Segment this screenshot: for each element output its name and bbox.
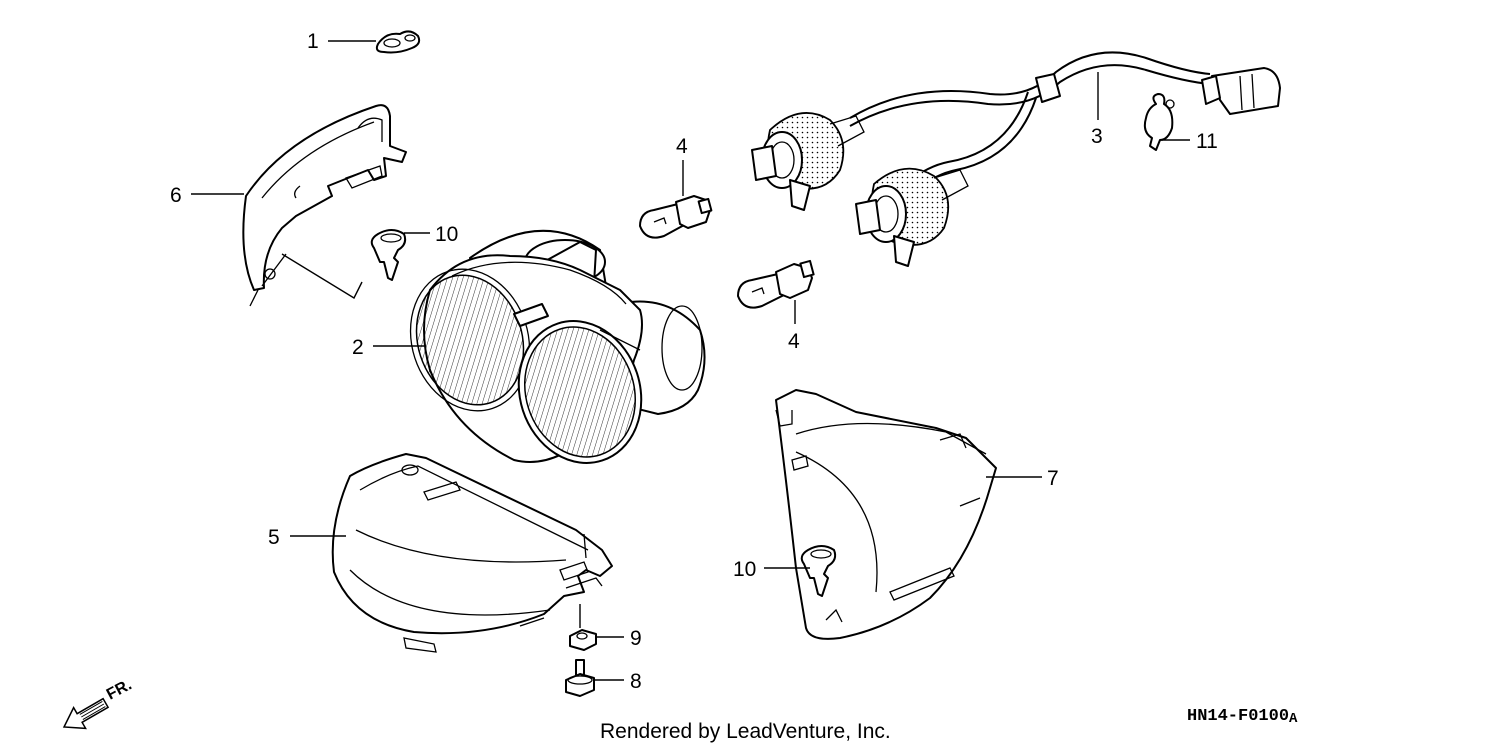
front-direction-indicator: FR. bbox=[62, 676, 135, 730]
part-nut-9 bbox=[569, 629, 597, 651]
diagram-code-suffix: A bbox=[1289, 711, 1298, 727]
part-upper-left-cover bbox=[242, 104, 407, 307]
callout-2: 2 bbox=[352, 336, 364, 359]
part-bulb-4b bbox=[737, 259, 815, 309]
part-bulb-4a bbox=[639, 195, 713, 239]
callout-8: 8 bbox=[630, 670, 642, 693]
callout-10b: 10 bbox=[733, 558, 756, 581]
callout-4b: 4 bbox=[788, 330, 800, 353]
leader-lines bbox=[191, 40, 1190, 681]
part-clamp-11 bbox=[1143, 93, 1175, 151]
part-bolt-8 bbox=[565, 659, 595, 697]
part-headlight-assembly bbox=[409, 229, 706, 464]
callout-1: 1 bbox=[307, 30, 319, 53]
callout-10a: 10 bbox=[435, 223, 458, 246]
callout-9: 9 bbox=[630, 627, 642, 650]
callout-6: 6 bbox=[170, 184, 182, 207]
arrow-icon bbox=[62, 697, 110, 730]
part-wiring-harness bbox=[751, 51, 1281, 267]
part-clip-1 bbox=[375, 30, 421, 54]
part-push-clip-10b bbox=[800, 545, 837, 597]
diagram-code-main: HN14-F0100 bbox=[1187, 707, 1289, 726]
callout-5: 5 bbox=[268, 526, 280, 549]
callout-7: 7 bbox=[1047, 467, 1059, 490]
part-push-clip-10a bbox=[370, 229, 407, 281]
callout-3: 3 bbox=[1091, 125, 1103, 148]
callout-labels: 1 2 3 4 4 5 6 7 8 9 10 10 11 bbox=[170, 30, 1218, 693]
render-credit: Rendered by LeadVenture, Inc. bbox=[600, 720, 891, 743]
callout-4a: 4 bbox=[676, 135, 688, 158]
callout-11: 11 bbox=[1196, 130, 1218, 153]
part-right-cover bbox=[775, 389, 997, 640]
part-lower-left-cover bbox=[331, 453, 613, 653]
front-label: FR. bbox=[104, 676, 135, 703]
diagram-code: HN14-F0100A bbox=[1187, 707, 1298, 727]
